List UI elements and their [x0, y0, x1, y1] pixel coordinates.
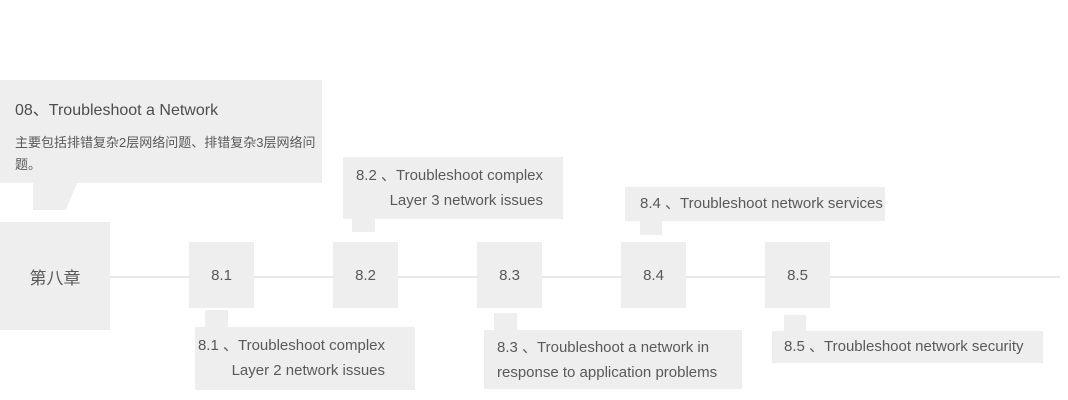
node-8-3-label: 8.3 — [499, 266, 520, 284]
callout-8-1: 8.1 、Troubleshoot complex Layer 2 networ… — [195, 327, 415, 390]
node-8-1[interactable]: 8.1 — [189, 242, 254, 308]
node-8-2-label: 8.2 — [355, 266, 376, 284]
callout-8-2-text-line: Layer 3 network issues — [389, 192, 543, 209]
chapter-tooltip-description: 主要包括排错复杂2层网络问题、排错复杂3层网络问 题。 — [15, 132, 316, 176]
callout-8-4: 8.4 、Troubleshoot network services — [625, 187, 885, 221]
node-8-4[interactable]: 8.4 — [621, 242, 686, 308]
chapter-tooltip-tail — [33, 183, 77, 210]
timeline-line — [110, 276, 1060, 278]
chapter-tooltip: 08、Troubleshoot a Network 主要包括排错复杂2层网络问题… — [0, 80, 322, 183]
callout-8-5-text-line: 8.5 、Troubleshoot network security — [784, 338, 1024, 355]
node-8-4-label: 8.4 — [643, 266, 664, 284]
node-8-1-label: 8.1 — [211, 266, 232, 284]
callout-8-5-tail — [784, 315, 806, 331]
callout-8-5: 8.5 、Troubleshoot network security — [772, 331, 1043, 363]
callout-8-2: 8.2 、Troubleshoot complex Layer 3 networ… — [343, 157, 563, 219]
node-8-5-label: 8.5 — [787, 266, 808, 284]
chapter-tooltip-title: 08、Troubleshoot a Network — [15, 102, 219, 119]
callout-8-2-tail — [352, 218, 375, 232]
node-8-5[interactable]: 8.5 — [765, 242, 830, 308]
node-8-3[interactable]: 8.3 — [477, 242, 542, 308]
callout-8-4-text-line: 8.4 、Troubleshoot network services — [640, 195, 883, 212]
callout-8-3-tail — [494, 313, 517, 330]
chapter-node[interactable]: 第八章 — [0, 222, 110, 330]
chapter-tooltip-description-line: 主要包括排错复杂2层网络问题、排错复杂3层网络问 — [15, 135, 316, 150]
chapter-tooltip-description-line: 题。 — [15, 157, 42, 172]
callout-8-3-text-line: 8.3 、Troubleshoot a network in — [497, 339, 710, 356]
chapter-node-label: 第八章 — [29, 268, 81, 288]
callout-8-1-text-line: Layer 2 network issues — [231, 362, 385, 379]
callout-8-4-tail — [640, 221, 662, 235]
callout-8-1-tail — [205, 310, 228, 327]
callout-8-3: 8.3 、Troubleshoot a network in response … — [484, 330, 742, 389]
node-8-2[interactable]: 8.2 — [333, 242, 398, 308]
callout-8-1-text-line: 8.1 、Troubleshoot complex — [197, 337, 385, 354]
callout-8-3-text-line: response to application problems — [497, 364, 718, 381]
callout-8-2-text-line: 8.2 、Troubleshoot complex — [355, 167, 543, 184]
